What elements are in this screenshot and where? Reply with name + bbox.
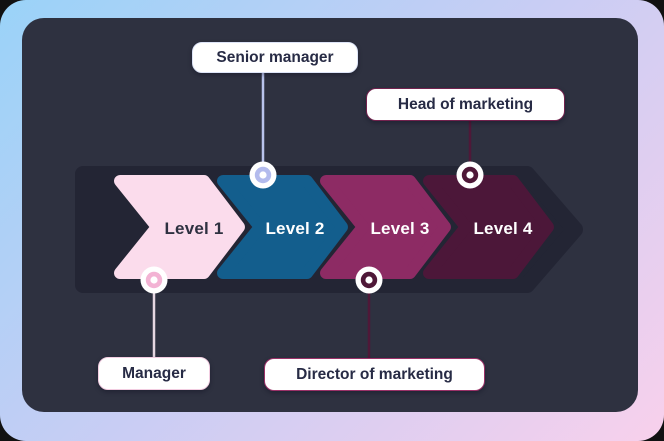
chevron-level-2	[217, 175, 348, 279]
callout-pill-director-of-marketing: Director of marketing	[264, 358, 485, 391]
callout-pill-head-of-marketing: Head of marketing	[366, 88, 565, 121]
chevron-level-3	[320, 175, 451, 279]
callout-pill-senior-manager: Senior manager	[192, 42, 358, 73]
callout-marker-senior-manager	[249, 161, 277, 189]
callout-marker-director-of-marketing	[355, 266, 383, 294]
chevron-level-1	[114, 175, 245, 279]
callout-pill-head-of-marketing-label: Head of marketing	[397, 95, 534, 113]
chevron-level-4	[423, 175, 554, 279]
callout-marker-manager	[140, 266, 168, 294]
callout-marker-head-of-marketing	[456, 161, 484, 189]
callout-pill-director-of-marketing-label: Director of marketing	[296, 365, 453, 383]
callout-pill-manager: Manager	[98, 357, 210, 390]
callout-pill-manager-label: Manager	[122, 364, 186, 382]
callout-pill-senior-manager-label: Senior manager	[216, 48, 334, 66]
